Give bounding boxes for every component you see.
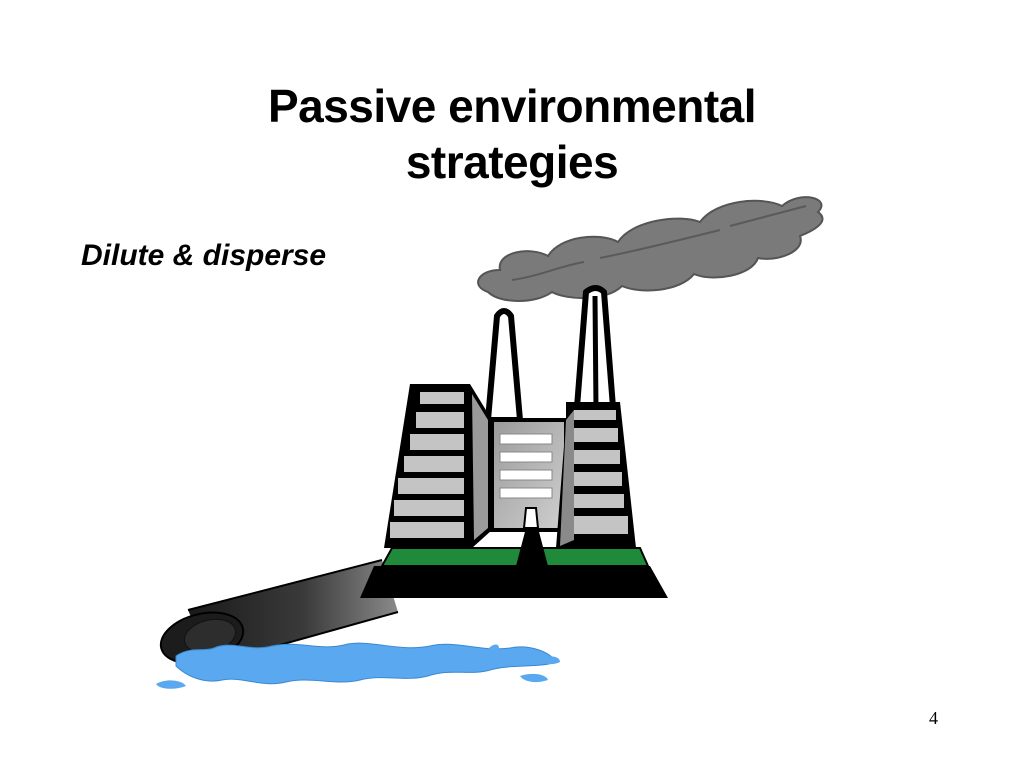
factory-ground-icon	[360, 528, 668, 598]
title-line-2: strategies	[405, 136, 619, 188]
water-splash-icon	[156, 642, 560, 689]
slide-title: Passive environmental strategies	[112, 78, 912, 190]
chimney-left-icon	[485, 308, 523, 423]
page-number: 4	[929, 708, 938, 728]
chimney-right-icon	[573, 285, 617, 423]
smoke-cloud-icon	[477, 196, 824, 302]
factory-left-tower-icon	[384, 384, 492, 548]
factory-right-tower-icon	[556, 402, 636, 548]
factory-center-building-icon	[490, 418, 568, 532]
title-line-1: Passive environmental	[267, 80, 757, 132]
slide-subtitle: Dilute & disperse	[81, 239, 327, 272]
